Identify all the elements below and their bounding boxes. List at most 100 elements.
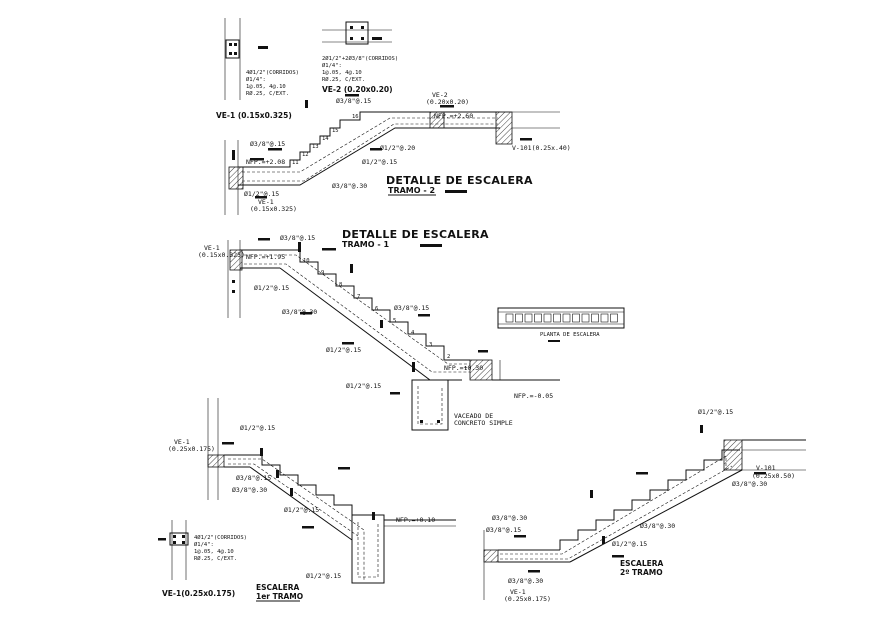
ve1-top-line2: Ø1/4": [246,76,266,83]
section-ve1-bottom: 4Ø1/2"(CORRIDOS) Ø1/4": 1@.05, 4@.10 RØ.… [158,520,247,598]
t2-ve2-dim: (0.20x0.20) [426,98,469,106]
title-escalera-1-sub: 1er TRAMO [256,592,303,601]
plan-cell [581,313,590,323]
detail-tramo-2: 11 12 13 14 15 16 Ø3/8"@.15 VE-2 (0.20x0… [224,91,571,215]
br-bar-e: Ø1/2"@.15 [612,540,647,548]
t2-bar-mid2: Ø1/2"@.15 [362,158,397,166]
t1-bar-b: Ø3/8"@.30 [282,308,317,316]
section-ve2: 2Ø1/2"+2Ø3/8"(CORRIDOS) Ø1/4": 1@.05, 4@… [322,21,398,94]
bl-bar-c: Ø1/2"@.15 [284,506,319,514]
t1-vaciado-2: CONCRETO SIMPLE [454,419,513,427]
bl-bar-top: Ø1/2"@.15 [240,424,275,432]
title-escalera-2: ESCALERA [620,559,664,568]
t1-step-6: 6 [375,306,378,312]
detail-escalera-1er-tramo: VE-1 (0.25x0.175) Ø1/2"@.15 Ø3/8"@.15 Ø3… [168,398,456,602]
br-v101-dim: (0.25x0.50) [752,472,795,480]
ve1-top-line1: 4Ø1/2"(CORRIDOS) [246,69,299,76]
br-bar-c: Ø3/8"@.30 [492,514,527,522]
detail-tramo-1: 10 9 8 7 6 5 4 3 2 1 VE-1 (0.15x0.325) Ø… [198,228,560,431]
t1-ve1-dim: (0.15x0.325) [198,251,245,259]
t2-step-12: 12 [302,152,309,158]
plan-cell [610,313,618,323]
t2-bar-left: Ø3/8"@.15 [250,140,285,148]
br-bar-f: Ø3/8"@.30 [508,577,543,585]
ve2-title: VE-2 (0.20x0.20) [322,85,393,94]
t1-step-10: 10 [303,258,310,264]
ve1-bot-line4: RØ.25, C/EXT. [194,555,237,562]
ve1-top-line4: RØ.25, C/EXT. [246,90,289,97]
t2-step-15: 15 [332,128,339,134]
t1-step-5: 5 [393,318,396,324]
t2-bar-low1: Ø1/2"@.15 [244,190,279,198]
bl-nfp: NFP.=+0.10 [396,516,435,524]
ve2-line3: 1@.05, 4@.10 [322,70,362,76]
t2-step-14: 14 [322,136,329,142]
plan-cell [543,313,552,323]
br-bar-top: Ø1/2"@.15 [698,408,733,416]
br-v101: V-101 [756,464,776,472]
t1-step-2: 2 [447,354,450,360]
t2-nfp-top: NFP.=+2.60 [434,112,473,120]
t2-ve1: VE-1 [258,198,274,206]
br-ve1: VE-1 [510,588,526,596]
bl-bar-a: Ø3/8"@.15 [236,474,271,482]
plan-cell [524,313,533,323]
title-escalera-2-sub: 2º TRAMO [620,568,663,577]
plan-caption: PLANTA DE ESCALERA [540,332,600,338]
t2-step-11: 11 [292,160,299,166]
bl-ve1-dim: (0.25x0.175) [168,445,215,453]
ve1-bot-line1: 4Ø1/2"(CORRIDOS) [194,534,247,541]
br-bar-b: Ø3/8"@.30 [640,522,675,530]
t2-ve2: VE-2 [432,91,448,99]
t2-ve1-dim: (0.15x0.325) [250,205,297,213]
title-detalle-tramo1: DETALLE DE ESCALERA [342,228,489,241]
t2-bar-top: Ø3/8"@.15 [336,97,371,105]
title-detalle-tramo2: DETALLE DE ESCALERA [386,174,533,187]
t1-step-8: 8 [339,282,342,288]
ve1-bot-line3: 1@.05, 4@.10 [194,549,234,555]
section-ve1-top: 4Ø1/2"(CORRIDOS) Ø1/4": 1@.05, 4@.10 RØ.… [216,18,299,120]
br-bar-d: Ø3/8"@.15 [486,526,521,534]
t1-nfp-low: NFP.=+0.30 [444,364,483,372]
t1-step-1: 1 [464,366,467,372]
ve2-line2: Ø1/4": [322,62,342,69]
t1-bar-d: Ø3/8"@.15 [394,304,429,312]
title-escalera-1: ESCALERA [256,583,300,592]
plan-cell [591,313,599,323]
ve1-top-line3: 1@.05, 4@.10 [246,84,286,90]
title-tramo1: TRAMO - 1 [342,240,389,249]
t1-bar-a: Ø1/2"@.15 [254,284,289,292]
t1-step-4: 4 [411,330,415,336]
t2-step-16: 16 [352,114,359,120]
t1-vaciado-1: VACEADO DE [454,412,493,420]
t1-step-3: 3 [429,342,432,348]
plan-cell [534,313,542,323]
bl-bar-d: Ø1/2"@.15 [306,572,341,580]
t1-bar-top: Ø3/8"@.15 [280,234,315,242]
plan-cell [562,313,571,323]
t1-nfp-top: NFP.=+1.95 [246,253,285,261]
plan-cell [553,313,561,323]
plan-cell [600,313,609,323]
t1-step-7: 7 [357,294,360,300]
t2-bar-low2: Ø3/8"@.30 [332,182,367,190]
ve2-line1: 2Ø1/2"+2Ø3/8"(CORRIDOS) [322,55,398,62]
br-ve1-dim: (0.25x0.175) [504,595,551,603]
title-tramo2: TRAMO - 2 [388,186,435,195]
ve2-line4: RØ.25, C/EXT. [322,76,365,83]
br-bar-a: Ø3/8"@.30 [732,480,767,488]
t2-step-13: 13 [312,144,319,150]
ve1-bot-line2: Ø1/4": [194,541,214,548]
t1-bar-e: Ø1/2"@.15 [346,382,381,390]
t1-nfp-low2: NFP.=-0.05 [514,392,553,400]
plan-legend-box: PLANTA DE ESCALERA [497,307,625,342]
t2-nfp-mid: NFP.=+2.08 [246,158,285,166]
plan-cell [572,313,580,323]
bl-ve1: VE-1 [174,438,190,446]
plan-cell [515,313,523,323]
bl-bar-b: Ø3/8"@.30 [232,486,267,494]
t2-bar-mid1: Ø1/2"@.20 [380,144,415,152]
detail-escalera-2do-tramo: Ø1/2"@.15 V-101 (0.25x0.50) Ø3/8"@.30 Ø3… [483,408,806,603]
plan-cell [505,313,514,323]
